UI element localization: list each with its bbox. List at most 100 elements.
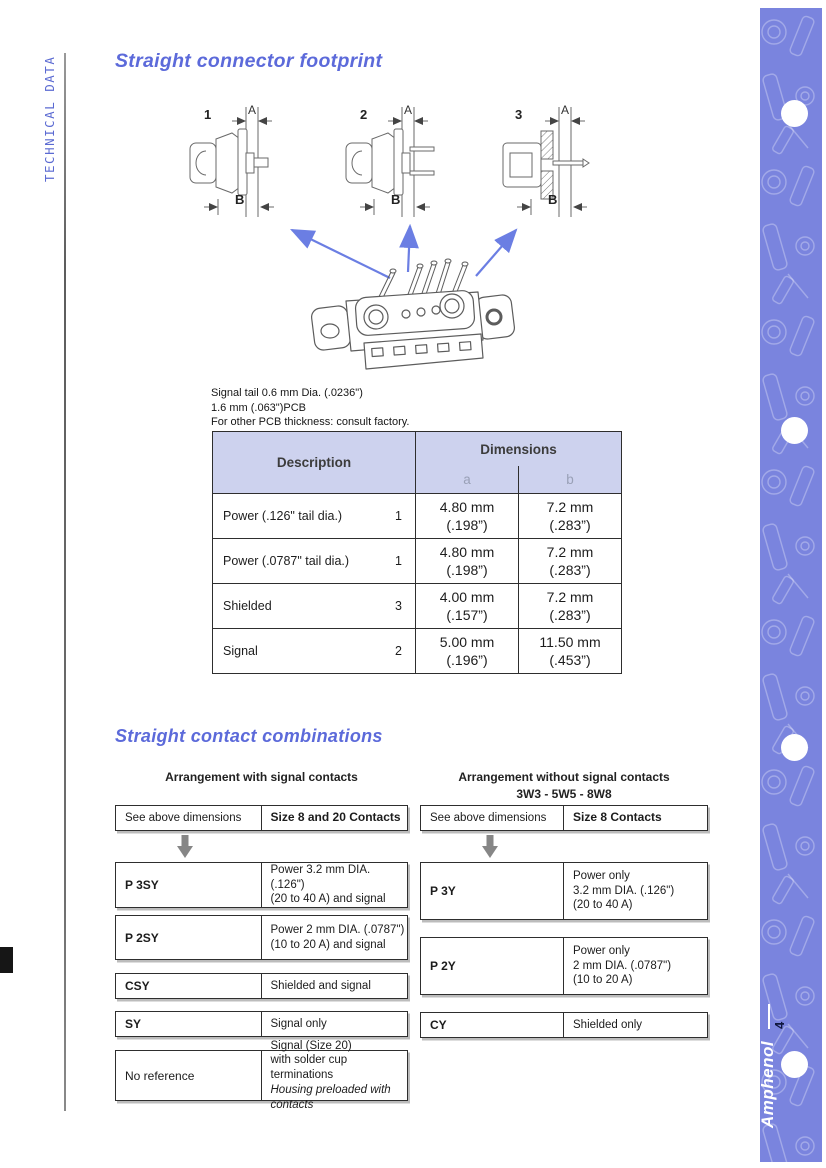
- combo-desc-line: Power only: [573, 944, 630, 957]
- combo-desc-line: Shielded and signal: [270, 979, 371, 992]
- dim-b-mm: 7.2 mm: [546, 498, 594, 515]
- row-figure-ref: 3: [395, 599, 402, 613]
- combo-desc-line: 2 mm DIA. (.0787"): [573, 959, 672, 972]
- technical-data-side-label: TECHNICAL DATA: [42, 55, 57, 182]
- dim-b-in: (.283”): [549, 562, 591, 578]
- combo-header-left: See above dimensions: [116, 806, 262, 830]
- combinations-without-signal: See above dimensions Size 8 Contacts P 3…: [420, 805, 708, 1050]
- binder-hole: [781, 417, 808, 444]
- combo-row-p2sy: P 2SY Power 2 mm DIA. (.0787") (10 to 20…: [115, 915, 408, 960]
- combo-desc-line: Signal only: [270, 1017, 327, 1030]
- dim-b-in: (.283”): [549, 517, 591, 533]
- dim-a-in: (.196”): [446, 652, 488, 668]
- dim-a-in: (.157”): [446, 607, 488, 623]
- col-header-b: b: [518, 466, 622, 494]
- dim-b-mm: 11.50 mm: [539, 633, 601, 650]
- combo-desc-line: Power 2 mm DIA. (.0787"): [270, 923, 405, 936]
- note-line: 1.6 mm (.063")PCB: [211, 401, 306, 414]
- note-line: Signal tail 0.6 mm Dia. (.0236"): [211, 387, 363, 399]
- table-row: Power (.126" tail dia.) 1 4.80 mm(.198”)…: [212, 493, 622, 539]
- down-arrow-icon: [482, 835, 498, 858]
- binder-hole: [781, 1051, 808, 1078]
- combo-header-right: Size 8 Contacts: [573, 810, 662, 825]
- note-line: For other PCB thickness: consult factory…: [211, 416, 410, 429]
- table-row: Power (.0787" tail dia.) 1 4.80 mm(.198”…: [212, 538, 622, 584]
- combo-header-right: Size 8 and 20 Contacts: [270, 810, 401, 825]
- section-title-combinations: Straight contact combinations: [115, 726, 383, 746]
- combo-desc-line: Shielded only: [573, 1018, 643, 1031]
- combo-header-left: See above dimensions: [421, 806, 564, 830]
- figure-2: [345, 107, 435, 217]
- row-figure-ref: 2: [395, 644, 402, 658]
- combo-code: CSY: [116, 974, 262, 998]
- amphenol-logo: Amphenol: [758, 1040, 777, 1128]
- combo-code: P 2SY: [116, 916, 262, 959]
- combo-desc-line: (20 to 40 A) and signal: [270, 893, 386, 906]
- strip-pattern: [760, 8, 822, 1162]
- dim-a-mm: 5.00 mm: [439, 633, 495, 650]
- binder-hole: [781, 734, 808, 761]
- combo-desc-line: with solder cup terminations: [270, 1054, 348, 1082]
- combo-desc-line: Power only: [573, 869, 630, 882]
- section-title-footprint: Straight connector footprint: [115, 50, 383, 72]
- table-row: Signal 2 5.00 mm (.196”) 11.50 mm (.453”): [212, 628, 622, 674]
- figure-1: [189, 107, 274, 217]
- combo-desc-line: (10 to 20 A): [573, 974, 633, 987]
- heading-line: Arrangement without signal contacts: [458, 770, 670, 784]
- combo-code: P 3Y: [421, 863, 564, 919]
- combo-desc-line: (10 to 20 A) and signal: [270, 938, 386, 951]
- col-header-description: Description: [212, 431, 416, 494]
- dim-a-mm: 4.00 mm: [439, 588, 495, 605]
- combo-row-sy: SY Signal only: [115, 1011, 408, 1037]
- combo-desc-line: 3.2 mm DIA. (.126"): [573, 884, 675, 897]
- page-edge-line: [64, 53, 66, 1111]
- combo-code: P 2Y: [421, 938, 564, 994]
- dim-a-in: (.198”): [446, 562, 488, 578]
- callout-arrows: [290, 223, 518, 279]
- combo-code: P 3SY: [116, 863, 262, 907]
- combinations-with-signal: See above dimensions Size 8 and 20 Conta…: [115, 805, 408, 1115]
- dim-b-mm: 7.2 mm: [546, 543, 594, 560]
- figure-2-dim-a: A: [404, 103, 412, 117]
- combo-row-cy: CY Shielded only: [420, 1012, 708, 1038]
- dim-a-in: (.198”): [446, 517, 488, 533]
- heading-subline: 3W3 - 5W5 - 8W8: [516, 787, 612, 802]
- row-description: Signal: [223, 644, 258, 658]
- combo-row-p3sy: P 3SY Power 3.2 mm DIA. (.126") (20 to 4…: [115, 862, 408, 908]
- dim-a-mm: 4.80 mm: [439, 543, 495, 560]
- figure-1-dim-b: B: [235, 192, 244, 207]
- row-figure-ref: 1: [395, 554, 402, 568]
- combo-code: No reference: [116, 1051, 262, 1100]
- row-figure-ref: 1: [395, 509, 402, 523]
- heading-with-signal: Arrangement with signal contacts: [165, 770, 358, 784]
- section-index-tab: [0, 947, 13, 973]
- figure-1-dim-a: A: [248, 103, 256, 117]
- dim-a-mm: 4.80 mm: [439, 498, 495, 515]
- combo-row-p2y: P 2Y Power only 2 mm DIA. (.0787") (10 t…: [420, 937, 708, 995]
- combo-header-row: See above dimensions Size 8 Contacts: [420, 805, 708, 831]
- figure-3-number: 3: [515, 107, 522, 122]
- figure-3: [502, 107, 590, 217]
- dimensions-table: Description Dimensions a b Power (.126" …: [212, 431, 622, 674]
- combo-desc-line: Signal (Size 20): [270, 1039, 352, 1052]
- combo-row-p3y: P 3Y Power only 3.2 mm DIA. (.126") (20 …: [420, 862, 708, 920]
- combo-header-row: See above dimensions Size 8 and 20 Conta…: [115, 805, 408, 831]
- page-number-divider: [768, 1004, 770, 1029]
- pcb-notes: Signal tail 0.6 mm Dia. (.0236") 1.6 mm …: [211, 386, 409, 430]
- figure-2-number: 2: [360, 107, 367, 122]
- figure-1-number: 1: [204, 107, 211, 122]
- combo-desc-line: (20 to 40 A): [573, 899, 633, 912]
- combo-desc-line-italic: Housing preloaded with contacts: [270, 1083, 391, 1111]
- combo-code: CY: [421, 1013, 564, 1037]
- combo-desc-line: Power 3.2 mm DIA. (.126"): [270, 863, 371, 891]
- dim-b-in: (.453”): [549, 652, 591, 668]
- col-header-a: a: [415, 466, 519, 494]
- binder-strip: [760, 8, 822, 1162]
- dim-b-mm: 7.2 mm: [546, 588, 594, 605]
- figure-3-dim-a: A: [561, 103, 569, 117]
- row-description: Shielded: [223, 599, 272, 613]
- figure-2-dim-b: B: [391, 192, 400, 207]
- figure-3-dim-b: B: [548, 192, 557, 207]
- combo-code: SY: [116, 1012, 262, 1036]
